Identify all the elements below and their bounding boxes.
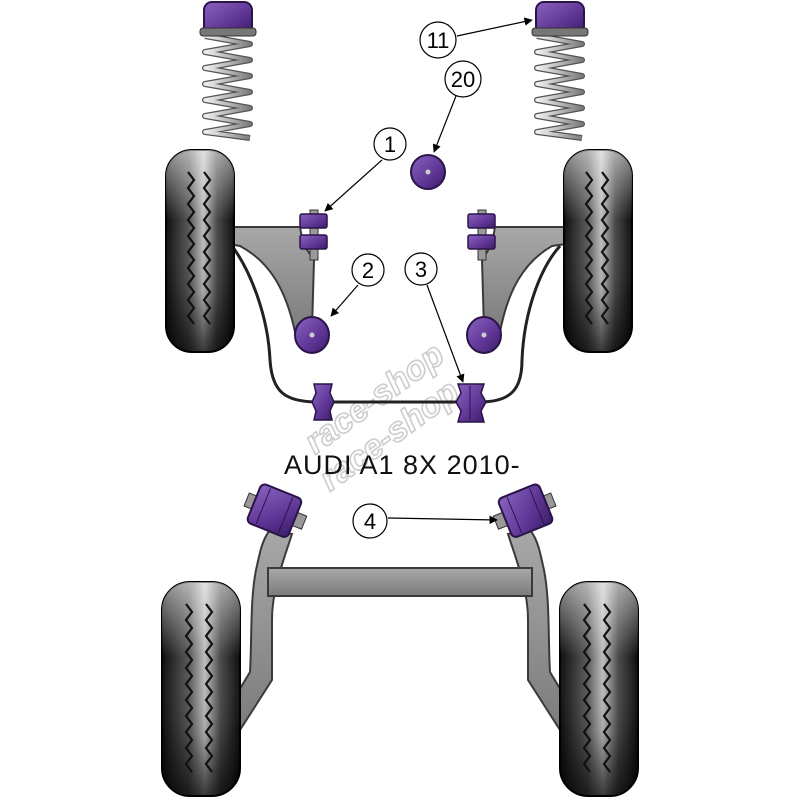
bush-4-left — [243, 483, 308, 538]
callout-4-leader — [387, 515, 498, 525]
rear-left-tyre — [161, 581, 241, 797]
front-left-wishbone — [217, 226, 316, 334]
callout-4-label: 4 — [364, 509, 376, 534]
front-right-wishbone — [480, 226, 581, 334]
bush-3-right — [455, 383, 487, 423]
callout-1-circle — [373, 127, 407, 161]
rear-twist-beam — [267, 567, 533, 597]
rear-right-tyre — [559, 581, 639, 797]
callout-1-label: 1 — [384, 132, 396, 157]
bush-1-right — [467, 209, 496, 261]
front-axle — [165, 1, 633, 423]
bush-2-left — [294, 316, 330, 354]
bush-1-left — [299, 209, 328, 261]
callout-2-label: 2 — [362, 258, 374, 283]
callout-4-circle — [352, 503, 388, 539]
callout-3-circle — [404, 252, 438, 286]
callout-2-leader — [330, 284, 359, 317]
callout-11-leader — [456, 17, 533, 37]
callout-1-leader — [324, 159, 383, 212]
callout-3-leader — [426, 284, 465, 383]
bush-4-right — [492, 483, 557, 538]
bush-20 — [410, 154, 446, 190]
callout-11-label: 11 — [427, 28, 450, 53]
bush-2-right — [466, 316, 502, 354]
callouts: 11 20 1 2 3 4 — [324, 17, 533, 539]
callout-3-label: 3 — [415, 257, 427, 282]
vehicle-title: AUDI A1 8X 2010- — [284, 450, 521, 480]
callout-2-circle — [351, 253, 385, 287]
bush-3-left — [311, 383, 335, 421]
front-left-tyre — [165, 149, 235, 353]
rear-axle — [161, 483, 639, 797]
callout-20-leader — [432, 95, 457, 153]
front-left-spring — [199, 1, 257, 141]
front-right-tyre — [563, 149, 633, 353]
callout-11-circle — [419, 21, 457, 59]
front-right-spring — [531, 1, 589, 141]
callout-20-label: 20 — [451, 67, 475, 92]
callout-20-circle — [444, 60, 482, 98]
